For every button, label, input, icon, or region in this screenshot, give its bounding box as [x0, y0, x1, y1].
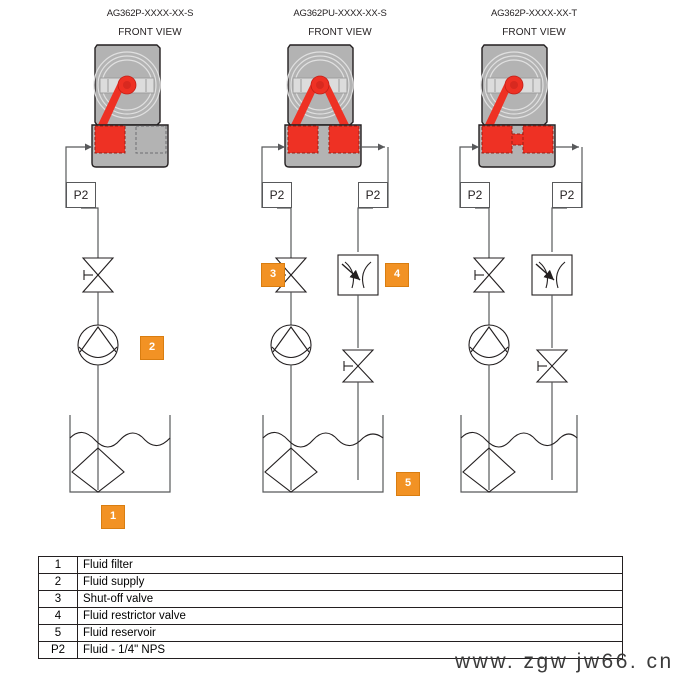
legend-desc-3: Shut-off valve — [77, 590, 623, 608]
gauge-head-1 — [91, 44, 169, 168]
legend-num-4: 4 — [38, 607, 78, 625]
table-row: 4 Fluid restrictor valve — [38, 607, 623, 625]
callout-badge-2: 2 — [140, 336, 164, 360]
legend-desc-2: Fluid supply — [77, 573, 623, 591]
table-row: 2 Fluid supply — [38, 573, 623, 591]
legend-num-1: 1 — [38, 556, 78, 574]
shutoff-valve-2-column-2 — [341, 349, 375, 383]
legend-num-3: 3 — [38, 590, 78, 608]
legend-num-p2: P2 — [38, 641, 78, 659]
legend-desc-4: Fluid restrictor valve — [77, 607, 623, 625]
reservoir-column-2 — [262, 382, 384, 493]
column-1-model-label: AG362P-XXXX-XX-S — [106, 8, 194, 19]
gauge-head-3 — [478, 44, 556, 168]
restrictor-valve-column-3 — [531, 254, 573, 296]
legend-table: 1 Fluid filter 2 Fluid supply 3 Shut-off… — [38, 556, 623, 659]
callout-badge-5: 5 — [396, 472, 420, 496]
shutoff-valve-column-3 — [472, 257, 506, 293]
piping-column-1-lower — [69, 292, 171, 493]
port-label-p2-c1: P2 — [66, 182, 96, 208]
schematic-svg — [65, 44, 583, 493]
piping-column-3 — [459, 143, 583, 258]
legend-num-5: 5 — [38, 624, 78, 642]
column-3-view-label: FRONT VIEW — [502, 27, 566, 38]
restrictor-valve-column-2 — [337, 254, 379, 296]
table-row: 3 Shut-off valve — [38, 590, 623, 608]
column-2-view-label: FRONT VIEW — [308, 27, 372, 38]
column-2-model-label: AG362PU-XXXX-XX-S — [293, 8, 387, 19]
site-watermark: www. zgw jw66. cn — [455, 650, 674, 673]
shutoff-valve-2-column-3 — [535, 349, 569, 383]
callout-badge-3: 3 — [261, 263, 285, 287]
column-3-model-label: AG362P-XXXX-XX-T — [490, 8, 578, 19]
callout-badge-1: 1 — [101, 505, 125, 529]
column-1-view-label: FRONT VIEW — [118, 27, 182, 38]
legend-num-2: 2 — [38, 573, 78, 591]
legend-desc-5: Fluid reservoir — [77, 624, 623, 642]
legend-desc-1: Fluid filter — [77, 556, 623, 574]
gauge-head-2 — [284, 44, 362, 168]
reservoir-column-3 — [460, 382, 578, 493]
table-row: 1 Fluid filter — [38, 556, 623, 574]
table-row: 5 Fluid reservoir — [38, 624, 623, 642]
callout-badge-4: 4 — [385, 263, 409, 287]
port-label-p2-c3-right: P2 — [552, 182, 582, 208]
table-row: P2 Fluid - 1/4" NPS — [38, 641, 623, 659]
port-label-p2-c2-right: P2 — [358, 182, 388, 208]
shutoff-valve-column-1 — [81, 257, 115, 293]
legend-desc-p2: Fluid - 1/4" NPS — [77, 641, 623, 659]
piping-column-2-lower — [270, 292, 359, 490]
piping-column-3-lower — [468, 292, 553, 490]
port-label-p2-c2-left: P2 — [262, 182, 292, 208]
port-label-p2-c3-left: P2 — [460, 182, 490, 208]
